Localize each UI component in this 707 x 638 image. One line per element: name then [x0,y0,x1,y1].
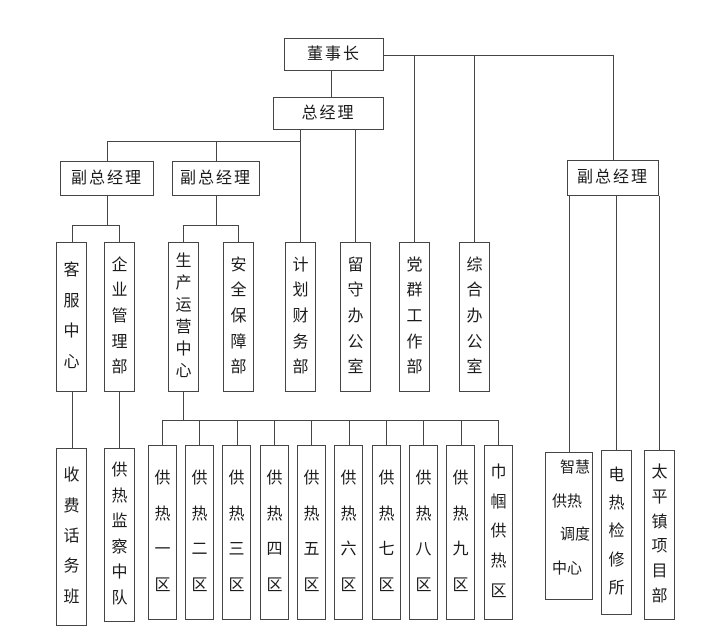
dispatch-label-part: 中心 [550,559,581,578]
connector-line [569,196,570,452]
connector-line [216,196,217,225]
dispatch-label-part: 供热 [550,492,581,511]
node-jinguo-heating-district-label: 巾帼供热区 [490,463,507,601]
connector-line [384,55,613,56]
node-heating-district-3: 供热三区 [222,445,251,620]
node-heating-district-1-label: 供热一区 [154,469,171,595]
node-heating-inspection-squad-label: 供热监察中队 [111,462,128,607]
connector-line [107,196,108,225]
connector-line [72,392,73,448]
connector-line [216,141,217,161]
node-heating-district-2-label: 供热二区 [191,469,208,595]
connector-line [311,420,312,445]
connector-line [659,196,660,450]
connector-line [461,420,462,445]
connector-line [355,130,356,242]
node-rear-office: 留守办公室 [340,242,371,392]
connector-line [414,55,415,242]
node-heating-district-7: 供热七区 [372,445,401,620]
node-heating-district-7-label: 供热七区 [378,469,395,595]
node-heating-district-4: 供热四区 [260,445,289,620]
node-safety-assurance-dept-label: 安全保障部 [230,256,247,377]
dispatch-label-part: 调度 [558,526,589,544]
node-production-operations-center: 生产运营中心 [168,242,199,392]
connector-line [199,420,200,445]
node-party-masses-dept: 党群工作部 [399,242,430,392]
connector-line [238,225,239,242]
node-electric-heating-maintenance-office-label: 电热检修所 [608,467,625,597]
node-customer-service-center: 客服中心 [56,242,87,392]
node-heating-district-5: 供热五区 [297,445,326,620]
node-planning-finance-dept: 计划财务部 [285,242,316,392]
node-rear-office-label: 留守办公室 [347,256,364,377]
connector-line [119,392,120,448]
connector-line [498,420,499,445]
node-heating-district-3-label: 供热三区 [228,469,245,595]
node-heating-district-2: 供热二区 [185,445,214,620]
node-general-manager-label: 总经理 [301,104,356,122]
node-deputy-gm-1: 副总经理 [60,161,154,196]
node-production-operations-center-label: 生产运营中心 [175,253,192,380]
node-taiping-town-project-dept-label: 太平镇项目部 [651,463,668,606]
node-heating-district-5-label: 供热五区 [303,469,320,595]
node-enterprise-management-dept: 企业管理部 [104,242,135,392]
node-planning-finance-dept-label: 计划财务部 [292,256,309,377]
node-heating-district-1: 供热一区 [148,445,177,620]
node-customer-service-center-label: 客服中心 [63,261,80,372]
connector-line [162,420,498,421]
node-heating-district-6: 供热六区 [334,445,363,620]
connector-line [423,420,424,445]
node-heating-district-8-label: 供热八区 [415,469,432,595]
node-general-office-label: 综合办公室 [466,256,483,377]
node-jinguo-heating-district: 巾帼供热区 [484,445,513,620]
node-chairman-label: 董事长 [306,45,361,63]
node-electric-heating-maintenance-office: 电热检修所 [601,450,632,615]
node-general-manager: 总经理 [273,97,384,130]
node-smart-heating-dispatch-center: 智慧 供热 调度 中心 [545,452,593,600]
node-taiping-town-project-dept: 太平镇项目部 [644,450,675,620]
node-deputy-gm-1-label: 副总经理 [70,169,143,187]
node-general-office: 综合办公室 [459,242,490,392]
connector-line [107,141,108,161]
dispatch-label-part: 智慧 [558,459,589,477]
connector-line [616,196,617,450]
node-heating-district-6-label: 供热六区 [340,469,357,595]
node-chairman: 董事长 [284,38,384,71]
connector-line [300,130,301,242]
connector-line [183,225,238,226]
connector-line [386,420,387,445]
connector-line [162,420,163,445]
node-deputy-gm-3: 副总经理 [567,160,659,196]
node-heating-district-9: 供热九区 [446,445,475,620]
node-deputy-gm-2-label: 副总经理 [179,169,252,187]
node-party-masses-dept-label: 党群工作部 [406,256,423,377]
connector-line [237,420,238,445]
connector-line [107,141,300,142]
connector-line [331,71,332,97]
node-heating-inspection-squad: 供热监察中队 [104,448,135,622]
node-fee-call-team-label: 收费话务班 [63,467,80,606]
node-heating-district-9-label: 供热九区 [452,469,469,595]
connector-line [474,55,475,242]
node-fee-call-team: 收费话务班 [56,448,87,626]
connector-line [119,225,120,242]
node-enterprise-management-dept-label: 企业管理部 [111,256,128,377]
connector-line [72,225,119,226]
connector-line [613,55,614,160]
node-heating-district-4-label: 供热四区 [266,469,283,595]
connector-line [183,392,184,420]
connector-line [349,420,350,445]
connector-line [274,420,275,445]
node-safety-assurance-dept: 安全保障部 [223,242,254,392]
connector-line [72,225,73,242]
node-smart-heating-dispatch-center-label: 智慧 供热 调度 中心 [546,453,592,599]
connector-line [183,225,184,242]
node-deputy-gm-3-label: 副总经理 [576,169,649,186]
node-heating-district-8: 供热八区 [409,445,438,620]
node-deputy-gm-2: 副总经理 [172,161,260,196]
